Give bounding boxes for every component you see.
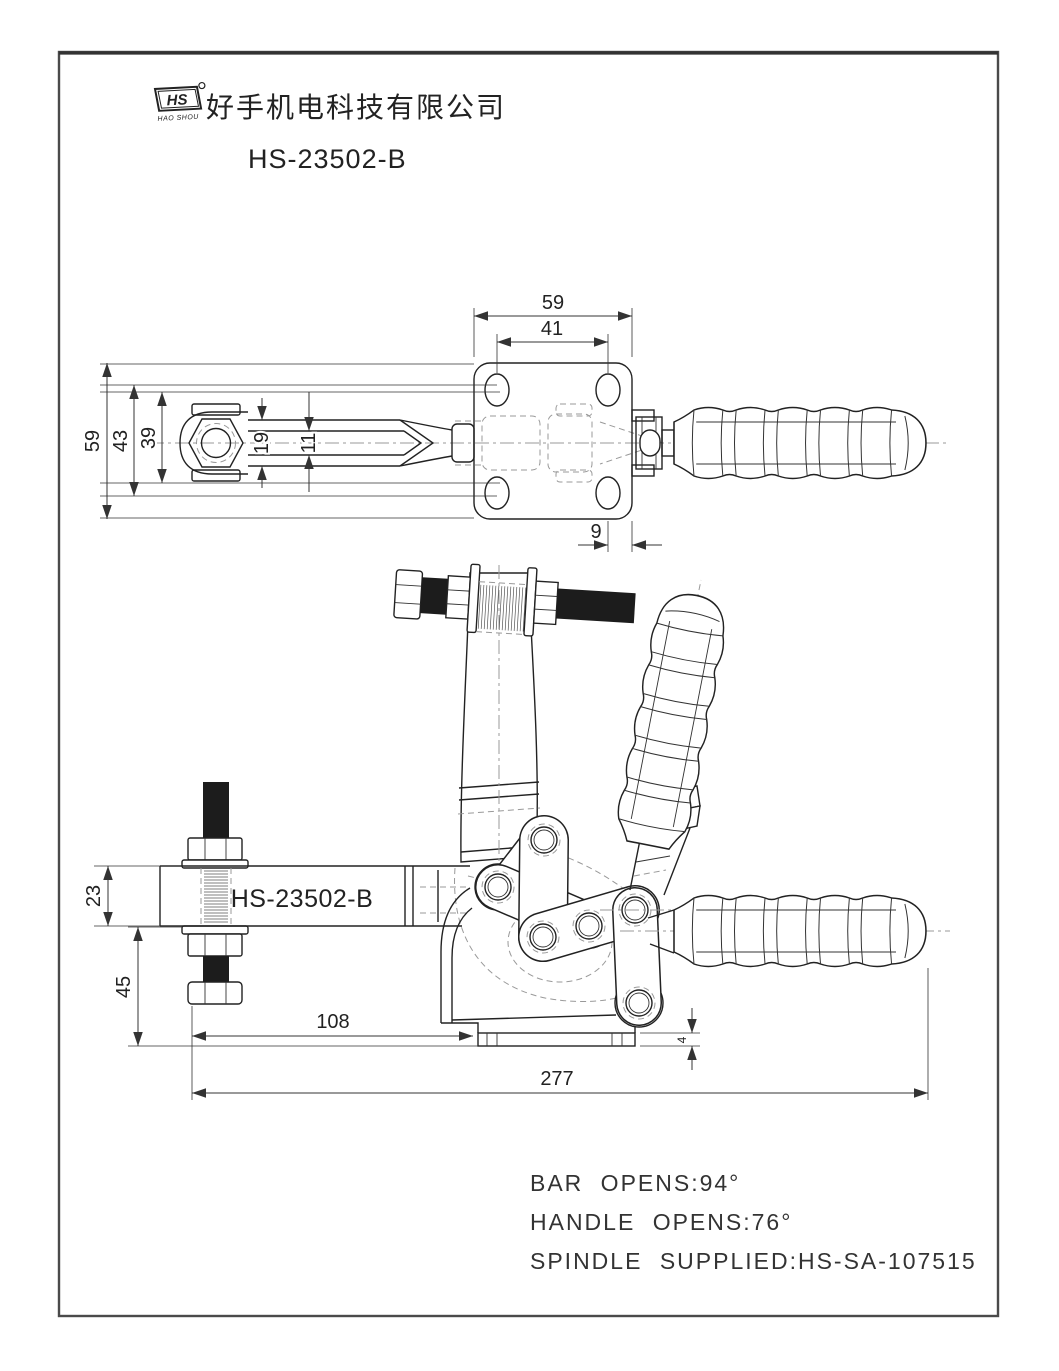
notes-block: BAR OPENS:94° HANDLE OPENS:76° SPINDLE S… bbox=[530, 1170, 977, 1274]
note-bar-opens: BAR OPENS:94° bbox=[530, 1170, 740, 1196]
dim-spindle-lower: 45 bbox=[113, 976, 135, 998]
dim-flange: 4 bbox=[675, 1036, 689, 1043]
hex-nut-top-view bbox=[188, 418, 244, 468]
side-view-dimensions: 23 45 108 277 4 bbox=[81, 865, 929, 1100]
side-view-handle-closed bbox=[600, 894, 950, 968]
dim-spindle-upper: 23 bbox=[83, 885, 105, 907]
dim-width: 59 bbox=[542, 292, 564, 314]
pivot-holes bbox=[481, 823, 656, 1020]
mounting-hole bbox=[484, 373, 510, 407]
top-view-drawing: 59 41 59 43 39 19 11 9 bbox=[80, 290, 950, 552]
dim-height: 59 bbox=[82, 430, 104, 452]
side-view-bar: HS-23502-B bbox=[159, 865, 470, 927]
page-title: HS-23502-B bbox=[248, 144, 407, 174]
note-spindle-supplied: SPINDLE SUPPLIED:HS-SA-107515 bbox=[530, 1248, 977, 1274]
dim-holes-v: 43 bbox=[110, 430, 132, 452]
logo-badge-icon bbox=[153, 85, 203, 112]
logo-subtext: HAO SHOU bbox=[157, 114, 199, 123]
logo-trademark-icon bbox=[198, 81, 206, 90]
top-view-base-plate bbox=[473, 362, 633, 520]
dim-hole-spacing-h: 41 bbox=[541, 318, 563, 340]
side-view-linkage bbox=[475, 815, 662, 1026]
company-logo: HS HAO SHOU 好手机电科技有限公司 bbox=[153, 81, 506, 123]
logo-text: HS bbox=[166, 91, 188, 109]
top-view-handle bbox=[631, 406, 927, 480]
dim-clevis: 39 bbox=[138, 427, 160, 449]
side-view-top-spindle bbox=[393, 563, 636, 637]
dim-overall-length: 277 bbox=[540, 1068, 573, 1090]
side-view-spindle bbox=[181, 782, 249, 1005]
dim-bar-outer: 19 bbox=[251, 432, 273, 454]
top-view-bar bbox=[248, 419, 475, 467]
mounting-hole bbox=[595, 373, 621, 407]
dim-bar-inner: 11 bbox=[298, 433, 320, 454]
company-name: 好手机电科技有限公司 bbox=[206, 92, 506, 123]
dim-edge: 9 bbox=[590, 521, 601, 543]
top-view-clevis bbox=[179, 403, 248, 482]
side-view-arm-open bbox=[457, 565, 541, 868]
note-handle-opens: HANDLE OPENS:76° bbox=[530, 1209, 792, 1235]
top-view-dimensions: 59 41 59 43 39 19 11 9 bbox=[80, 290, 662, 552]
mounting-hole bbox=[484, 476, 510, 510]
dim-base-length: 108 bbox=[316, 1011, 349, 1033]
mounting-hole bbox=[595, 476, 621, 510]
side-view-handle-open bbox=[611, 579, 733, 896]
bar-part-label: HS-23502-B bbox=[231, 885, 374, 913]
side-view-drawing: HS-23502-B bbox=[81, 563, 950, 1100]
